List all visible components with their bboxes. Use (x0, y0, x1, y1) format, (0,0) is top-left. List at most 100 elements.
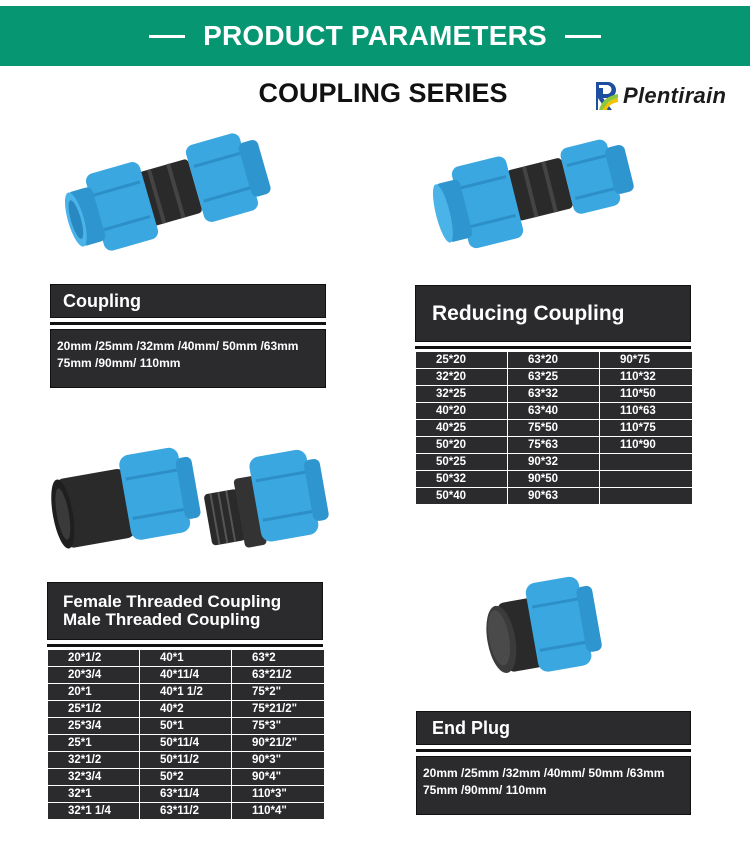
table-cell: 32*3/4 (47, 768, 140, 786)
table-cell (599, 453, 693, 471)
table-cell: 50*1 (139, 717, 232, 735)
right-dash-decoration (564, 34, 601, 38)
table-cell: 25*3/4 (47, 717, 140, 735)
coupling-sizes-line2: 75mm /90mm/ 110mm (57, 356, 181, 370)
header-banner: PRODUCT PARAMETERS (0, 6, 750, 66)
table-cell: 50*11/4 (139, 734, 232, 752)
table-cell: 32*1/2 (47, 751, 140, 769)
table-cell: 90*3" (231, 751, 325, 769)
table-cell (599, 487, 693, 505)
table-cell: 50*2 (139, 768, 232, 786)
table-cell: 50*40 (415, 487, 508, 505)
table-cell: 90*50 (507, 470, 600, 488)
blue-reducing-coupling-image (432, 139, 634, 249)
table-cell: 63*20 (507, 351, 600, 369)
table-cell: 110*4" (231, 802, 325, 820)
table-cell: 25*20 (415, 351, 508, 369)
table-cell: 40*25 (415, 419, 508, 437)
table-cell: 50*20 (415, 436, 508, 454)
banner-title: PRODUCT PARAMETERS (203, 20, 547, 51)
end-plug-sizes-line2: 75mm /90mm/ 110mm (423, 783, 547, 797)
end-plug-sizes-line1: 20mm /25mm /32mm /40mm/ 50mm /63mm (423, 766, 665, 780)
reducing-coupling-divider (415, 346, 691, 349)
table-cell: 50*32 (415, 470, 508, 488)
brand-logo: Plentirain (594, 80, 726, 112)
threaded-coupling-divider (47, 644, 323, 647)
table-cell: 32*1 1/4 (47, 802, 140, 820)
table-cell: 63*21/2 (231, 666, 325, 684)
table-cell: 110*63 (599, 402, 693, 420)
table-cell: 90*4" (231, 768, 325, 786)
table-cell: 110*75 (599, 419, 693, 437)
table-cell: 63*32 (507, 385, 600, 403)
end-plug-title: End Plug (432, 717, 510, 738)
table-cell: 90*21/2" (231, 734, 325, 752)
brand-name: Plentirain (623, 83, 727, 108)
coupling-title-box: Coupling (50, 284, 326, 318)
end-plug-divider (416, 749, 691, 752)
table-cell: 63*11/2 (139, 802, 232, 820)
coupling-sizes-line1: 20mm /25mm /32mm /40mm/ 50mm /63mm (57, 339, 299, 353)
table-cell: 110*32 (599, 368, 693, 386)
table-cell: 32*25 (415, 385, 508, 403)
table-cell: 40*11/4 (139, 666, 232, 684)
female-and-male-threaded-coupling-image (51, 447, 329, 549)
table-cell: 40*1 1/2 (139, 683, 232, 701)
table-cell: 90*75 (599, 351, 693, 369)
left-dash-decoration (149, 34, 186, 38)
coupling-divider (50, 322, 326, 325)
table-cell: 25*1/2 (47, 700, 140, 718)
blue-end-plug-image (486, 576, 602, 673)
series-title: COUPLING SERIES (258, 78, 508, 108)
table-cell: 40*1 (139, 649, 232, 667)
table-cell: 90*32 (507, 453, 600, 471)
table-cell: 50*25 (415, 453, 508, 471)
female-threaded-coupling-title: Female Threaded Coupling (63, 592, 282, 611)
end-plug-sizes-box: 20mm /25mm /32mm /40mm/ 50mm /63mm 75mm … (416, 756, 691, 815)
table-cell: 20*1/2 (47, 649, 140, 667)
reducing-coupling-title-box: Reducing Coupling (415, 285, 691, 342)
table-cell: 32*1 (47, 785, 140, 803)
table-cell: 63*11/4 (139, 785, 232, 803)
threaded-coupling-title-box: Female Threaded Coupling Male Threaded C… (47, 582, 323, 640)
coupling-sizes-box: 20mm /25mm /32mm /40mm/ 50mm /63mm 75mm … (50, 329, 326, 388)
male-threaded-coupling-title: Male Threaded Coupling (63, 610, 261, 629)
table-cell: 75*63 (507, 436, 600, 454)
table-cell: 110*50 (599, 385, 693, 403)
table-cell: 40*2 (139, 700, 232, 718)
table-cell: 90*63 (507, 487, 600, 505)
table-cell: 75*50 (507, 419, 600, 437)
table-cell: 63*40 (507, 402, 600, 420)
table-cell: 75*2" (231, 683, 325, 701)
table-cell: 75*21/2" (231, 700, 325, 718)
table-cell: 75*3" (231, 717, 325, 735)
table-cell (599, 470, 693, 488)
table-cell: 63*25 (507, 368, 600, 386)
table-cell: 32*20 (415, 368, 508, 386)
table-cell: 50*11/2 (139, 751, 232, 769)
table-cell: 20*3/4 (47, 666, 140, 684)
table-cell: 25*1 (47, 734, 140, 752)
table-cell: 110*3" (231, 785, 325, 803)
reducing-coupling-title: Reducing Coupling (432, 301, 625, 325)
table-cell: 63*2 (231, 649, 325, 667)
coupling-title: Coupling (63, 290, 141, 311)
